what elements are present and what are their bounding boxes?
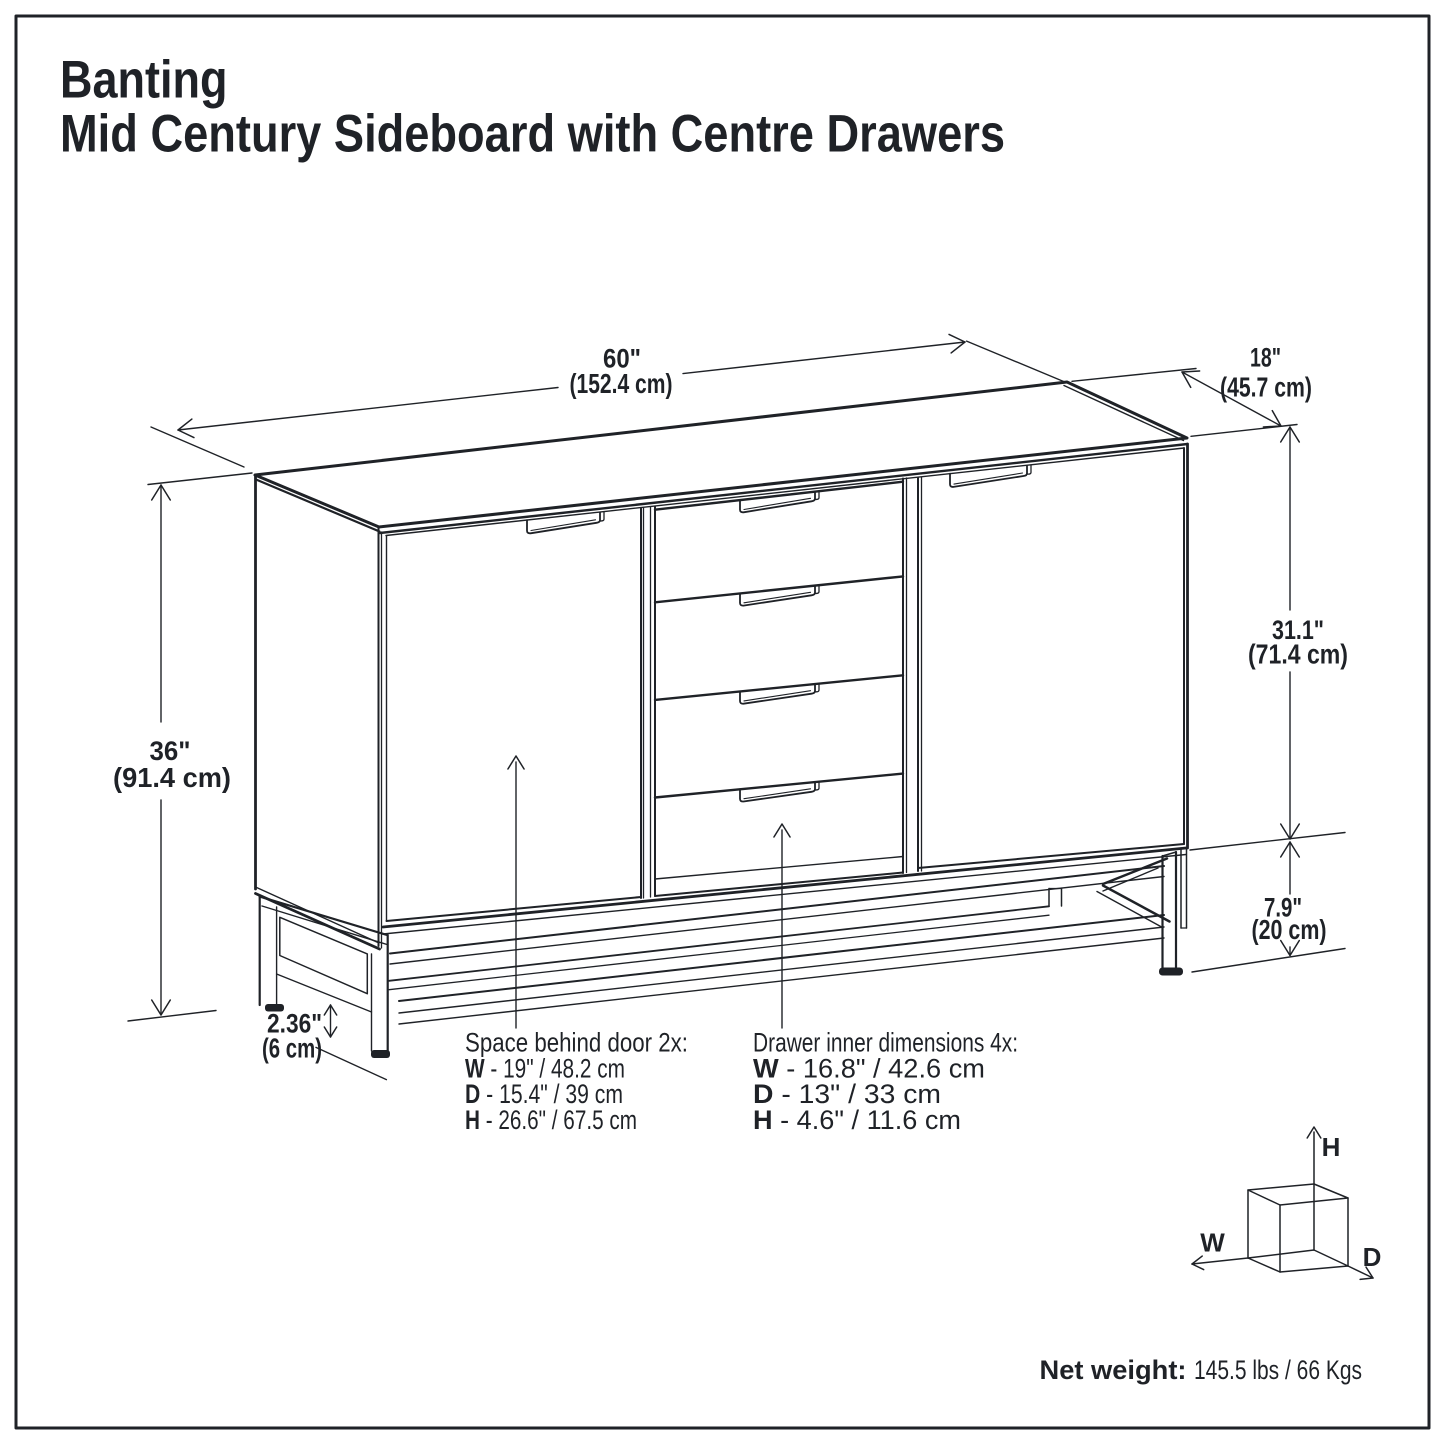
svg-text:H: H: [1322, 1132, 1341, 1162]
svg-text:(6 cm): (6 cm): [262, 1033, 322, 1064]
svg-text:(152.4 cm): (152.4 cm): [570, 368, 673, 399]
svg-text:(91.4 cm): (91.4 cm): [113, 762, 231, 793]
svg-text:Net weight:: Net weight:: [1040, 1355, 1187, 1385]
svg-text:Space behind door 2x:: Space behind door 2x:: [465, 1028, 688, 1058]
svg-text:Banting: Banting: [60, 51, 228, 110]
svg-text:H - 4.6" / 11.6 cm: H - 4.6" / 11.6 cm: [753, 1105, 961, 1135]
svg-text:145.5 lbs / 66 Kgs: 145.5 lbs / 66 Kgs: [1194, 1355, 1362, 1385]
svg-text:(71.4 cm): (71.4 cm): [1248, 639, 1348, 670]
svg-text:(20 cm): (20 cm): [1252, 914, 1327, 945]
svg-text:D - 13" / 33 cm: D - 13" / 33 cm: [753, 1079, 941, 1109]
svg-text:36": 36": [150, 736, 191, 766]
svg-text:D: D: [1363, 1242, 1382, 1272]
svg-text:H - 26.6" / 67.5 cm: H - 26.6" / 67.5 cm: [465, 1105, 637, 1135]
svg-text:W - 19" / 48.2 cm: W - 19" / 48.2 cm: [465, 1053, 625, 1083]
svg-text:2.36": 2.36": [267, 1009, 322, 1039]
svg-text:7.9": 7.9": [1264, 893, 1302, 923]
svg-text:W - 16.8" / 42.6 cm: W - 16.8" / 42.6 cm: [753, 1053, 985, 1083]
svg-text:D - 15.4" / 39 cm: D - 15.4" / 39 cm: [465, 1079, 623, 1109]
svg-text:W: W: [1200, 1228, 1225, 1258]
svg-text:18": 18": [1250, 343, 1281, 373]
svg-text:31.1": 31.1": [1272, 615, 1324, 645]
svg-text:(45.7 cm): (45.7 cm): [1220, 372, 1312, 403]
svg-text:Drawer inner dimensions 4x:: Drawer inner dimensions 4x:: [753, 1028, 1018, 1058]
svg-text:60": 60": [603, 344, 641, 374]
svg-text:Mid Century Sideboard with Cen: Mid Century Sideboard with Centre Drawer…: [60, 105, 1005, 164]
